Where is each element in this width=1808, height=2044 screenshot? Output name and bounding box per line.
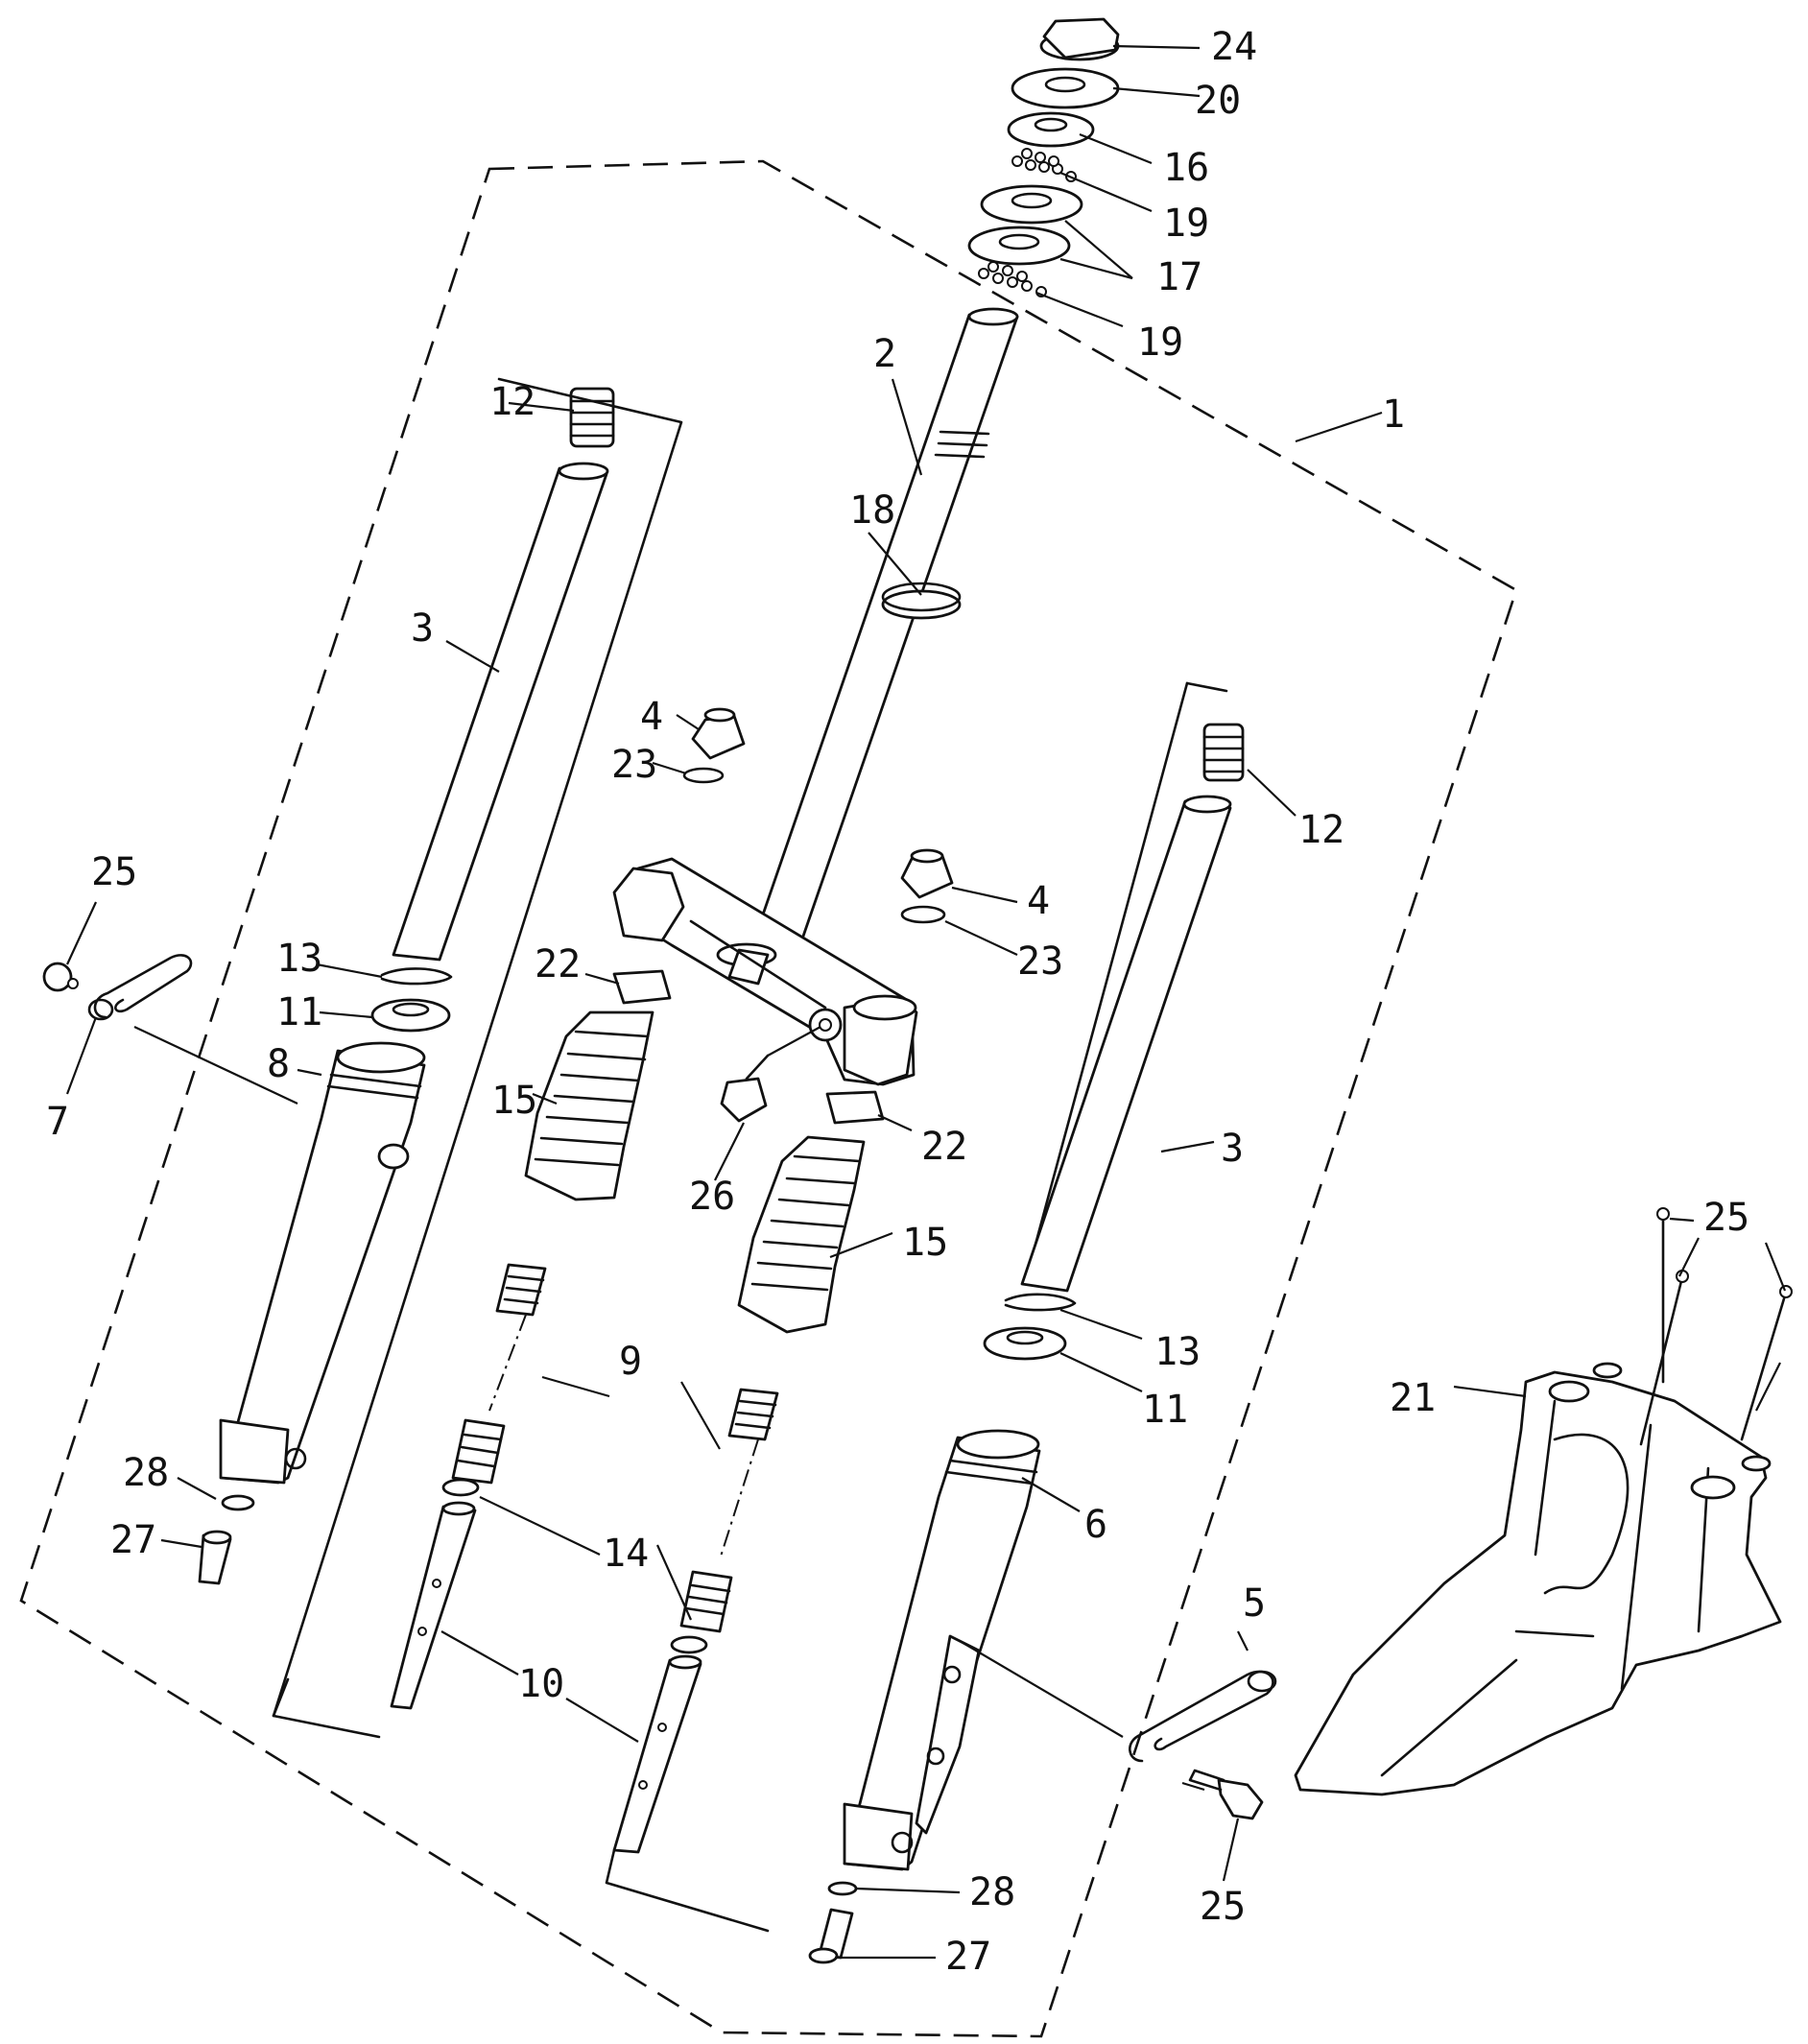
part-4-cap-bolt-left [691, 707, 746, 760]
label-23-right: 23 [1017, 939, 1063, 984]
part-25-screw-left [42, 962, 79, 992]
part-22-clip-right [825, 1090, 885, 1125]
label-24: 24 [1211, 25, 1257, 69]
label-17: 17 [1156, 255, 1202, 299]
part-4-cap-bolt-right [900, 848, 954, 899]
part-15-boot-left [524, 1010, 654, 1201]
label-25-left: 25 [91, 850, 137, 894]
right-fork-panel [1025, 681, 1228, 1278]
label-28-right: 28 [969, 1870, 1015, 1914]
part-27-bolt-left [198, 1530, 232, 1585]
part-13-circlip-right [1004, 1293, 1077, 1312]
label-26: 26 [689, 1175, 735, 1219]
part-8-outer-tube-left [219, 1041, 426, 1485]
label-14: 14 [603, 1532, 649, 1576]
label-28-left: 28 [123, 1451, 169, 1495]
label-4-right: 4 [1027, 879, 1050, 923]
part-11-oil-seal-right [983, 1326, 1067, 1361]
part-17-bearing-cones [967, 184, 1083, 266]
part-22-clip-left [612, 969, 672, 1005]
label-27-left: 27 [110, 1518, 156, 1562]
part-6-outer-tube-right [843, 1429, 1041, 1871]
part-25-bolt-right [1188, 1769, 1264, 1820]
under-bracket [612, 857, 918, 1086]
part-5-hose-clip [1129, 1670, 1277, 1763]
label-15-left: 15 [491, 1079, 537, 1123]
label-27-right: 27 [945, 1935, 991, 1979]
part-10-damper-tube-center [612, 1654, 702, 1854]
part-27-bolt-right [808, 1908, 854, 1964]
label-25-right: 25 [1200, 1885, 1246, 1929]
label-13-right: 13 [1154, 1330, 1201, 1374]
label-4-left: 4 [640, 695, 663, 739]
part-15-boot-right [737, 1135, 866, 1334]
label-2: 2 [873, 332, 896, 376]
part-14-nut-center [670, 1635, 708, 1654]
label-9: 9 [619, 1340, 642, 1384]
part-2-steering-stem [749, 307, 1019, 952]
label-5: 5 [1243, 1581, 1266, 1626]
label-1: 1 [1382, 392, 1405, 437]
part-23-o-ring-left [682, 767, 725, 784]
part-28-washer-left [221, 1494, 255, 1511]
leader-lines [65, 44, 1787, 1960]
label-11-right: 11 [1142, 1388, 1188, 1432]
right-damper-panel [605, 1848, 770, 1933]
part-20-washer [1011, 67, 1120, 109]
part-19-balls-upper [1011, 148, 1077, 182]
label-3-right: 3 [1221, 1127, 1244, 1171]
label-12-right: 12 [1298, 808, 1344, 852]
part-13-circlip-left [380, 967, 453, 986]
label-20: 20 [1195, 79, 1241, 123]
part-28-washer-right [827, 1881, 858, 1896]
part-26-bolt-center [720, 1054, 770, 1123]
label-19-lower: 19 [1137, 321, 1183, 365]
label-12-left: 12 [489, 380, 535, 424]
part-24-locknut [1039, 17, 1120, 61]
part-25-screws-fender [1639, 1207, 1793, 1446]
label-7: 7 [46, 1100, 69, 1144]
label-6: 6 [1084, 1503, 1107, 1547]
label-22-left: 22 [535, 942, 581, 986]
part-9-damper-rod-left [451, 1263, 547, 1485]
label-16: 16 [1163, 146, 1209, 190]
label-13-left: 13 [276, 937, 322, 981]
part-12-spring-right [1202, 723, 1245, 782]
label-10: 10 [518, 1662, 564, 1706]
fork-assembly-boundary [19, 159, 1518, 2038]
part-19-balls-lower [978, 261, 1047, 297]
label-25-fender: 25 [1703, 1196, 1749, 1240]
label-18: 18 [849, 488, 895, 533]
part-11-oil-seal-left [370, 998, 451, 1033]
label-15-right: 15 [902, 1221, 948, 1265]
part-16-race [1007, 111, 1095, 148]
label-8: 8 [267, 1042, 290, 1086]
part-7-hose-clip [87, 954, 193, 1021]
part-9-damper-rod-center [679, 1388, 779, 1633]
left-damper-panel [272, 377, 683, 1739]
part-3-inner-tube-right [1020, 795, 1232, 1293]
part-labels: 24 20 16 19 17 19 1 2 18 12 3 4 23 12 4 … [46, 25, 1749, 1979]
label-19-upper: 19 [1163, 202, 1209, 246]
part-14-nut-left [441, 1478, 480, 1497]
label-11-left: 11 [276, 990, 322, 1034]
label-21: 21 [1390, 1376, 1436, 1420]
part-21-front-fender [1294, 1362, 1782, 1796]
part-3-inner-tube-left [392, 462, 609, 962]
part-10-damper-tube-left [390, 1501, 477, 1710]
part-23-o-ring-right [900, 905, 946, 924]
label-23-left: 23 [611, 743, 657, 787]
steering-bearing-stack [967, 17, 1120, 297]
label-22-right: 22 [921, 1125, 967, 1169]
label-3-left: 3 [411, 606, 434, 651]
